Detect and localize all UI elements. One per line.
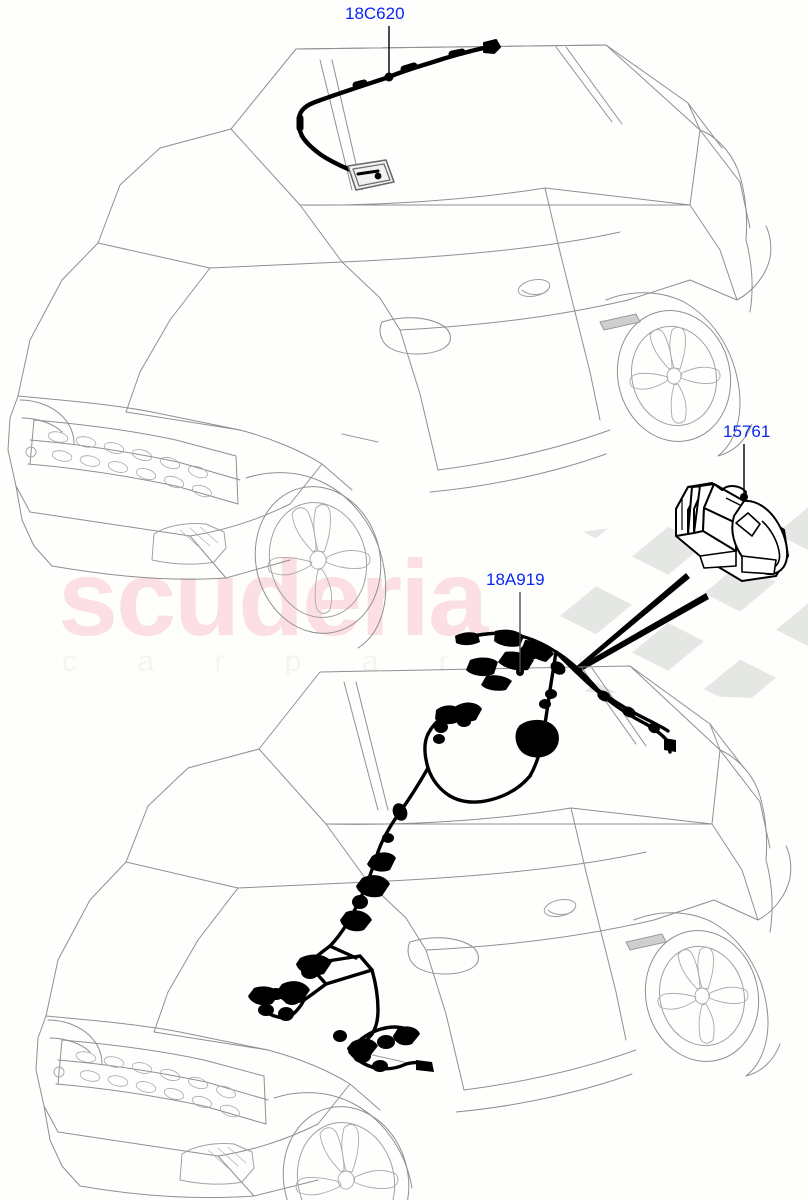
part-label-18c620[interactable]: 18C620 bbox=[345, 4, 405, 23]
part-label-15761[interactable]: 15761 bbox=[723, 422, 771, 441]
part-label-18a919[interactable]: 18A919 bbox=[486, 570, 545, 589]
